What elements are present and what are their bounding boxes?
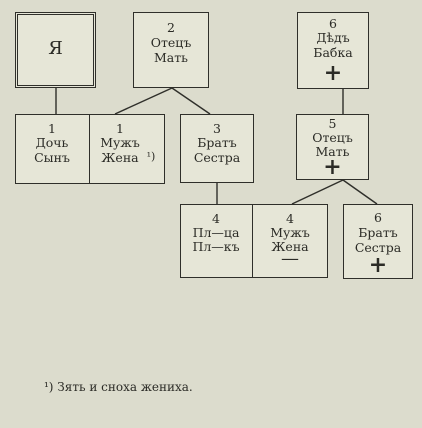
- siblings-line1: Братъ: [197, 135, 237, 150]
- grandparents-num: 6: [329, 16, 337, 31]
- spouse-line2: Жена: [101, 150, 139, 165]
- parents-num: 2: [167, 20, 175, 35]
- spouse-num: 1: [116, 121, 124, 136]
- nephews-spouse2-box: [180, 204, 328, 278]
- children-num: 1: [48, 121, 56, 136]
- parents-line2: Мать: [154, 50, 188, 65]
- siblings-box: [180, 114, 254, 183]
- parents-line1: Отецъ: [150, 35, 192, 50]
- parents2-line1: Отецъ: [312, 130, 353, 145]
- siblings2-line2: Сестра: [354, 240, 402, 255]
- parents2-num: 5: [328, 116, 337, 131]
- spouse2-num: 4: [286, 211, 294, 226]
- self-label: Я: [48, 38, 63, 59]
- spouse2-dash-mark: —: [281, 248, 299, 269]
- parents2-box: [296, 114, 369, 180]
- siblings2-box: [343, 204, 413, 279]
- grandparents-line1: Дѣдъ: [316, 30, 350, 45]
- children-line2: Сынъ: [34, 150, 70, 165]
- footnote: ¹) Зять и сноха жениха.: [44, 380, 193, 394]
- grandparents-line2: Бабка: [313, 45, 353, 60]
- nephews-line1: Пл—ца: [192, 225, 240, 240]
- children-spouse-box: [15, 114, 165, 184]
- siblings-line2: Сестра: [193, 150, 241, 165]
- spouse-footnote-marker: ¹): [146, 150, 156, 163]
- parents2-line2: Мать: [315, 144, 350, 159]
- self-box: [15, 12, 96, 88]
- grandparents-cross-mark: +: [323, 60, 343, 86]
- spouse2-line1: Мужъ: [270, 225, 310, 240]
- siblings2-num: 6: [374, 210, 382, 225]
- siblings-num: 3: [213, 121, 221, 136]
- parents-box: [133, 12, 209, 88]
- nephews-num: 4: [212, 211, 220, 226]
- siblings2-cross-mark: +: [368, 252, 388, 278]
- children-spouse-divider: [89, 114, 90, 184]
- nephews-spouse2-divider: [252, 204, 253, 278]
- grandparents-box: [297, 12, 369, 89]
- spouse2-line2: Жена: [271, 239, 309, 254]
- parents2-cross-mark: +: [323, 154, 342, 180]
- children-line1: Дочь: [35, 135, 69, 150]
- nephews-line2: Пл—къ: [192, 239, 240, 254]
- siblings2-line1: Братъ: [358, 225, 398, 240]
- spouse-line1: Мужъ: [100, 135, 140, 150]
